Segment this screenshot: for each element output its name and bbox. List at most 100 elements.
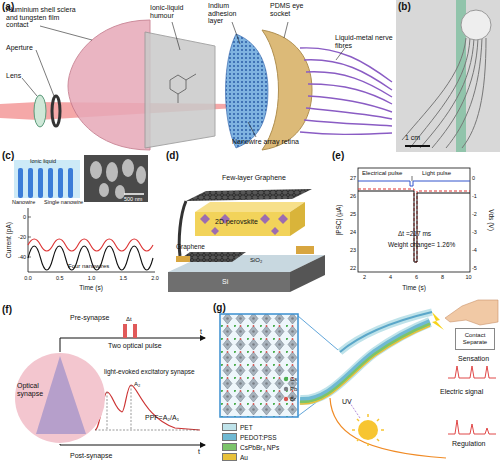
tick-label: 2.0 xyxy=(151,275,159,281)
nanowire-panel-part xyxy=(84,155,148,202)
nanowire-panel-part xyxy=(28,239,153,251)
device-illustration-part xyxy=(195,202,305,212)
legend-row: CsPbBr₃ NPs xyxy=(222,442,279,452)
panel-label: (f) xyxy=(2,304,12,315)
eye-illustration-part-part xyxy=(248,122,256,137)
current-plot-part xyxy=(358,181,470,186)
nanowire-panel-part-part xyxy=(90,161,102,179)
synapse-schematic-part-part xyxy=(107,392,108,430)
tick-label: -2 xyxy=(472,211,477,217)
tick-label: 24 xyxy=(350,229,356,235)
part-label: Nanowire array retina xyxy=(232,138,299,146)
eye-illustration-part-part xyxy=(40,26,92,40)
tick-label: 10 xyxy=(465,274,471,280)
flexible-device-illustration-part-part xyxy=(377,439,379,441)
part-label: Aperture xyxy=(6,44,33,52)
legend-row: PET xyxy=(222,422,279,432)
current-plot xyxy=(358,168,470,272)
axis-title: Time (s) xyxy=(79,284,103,291)
device-illustration-part-part xyxy=(211,227,219,235)
device-illustration-part xyxy=(168,272,290,292)
panel-label: (e) xyxy=(332,150,344,161)
flexible-device-illustration-part-part xyxy=(357,419,359,421)
eye-illustration-part-part xyxy=(304,60,392,90)
synapse-schematic-part xyxy=(95,385,200,430)
signal-label: Two optical pulse xyxy=(108,342,162,350)
flexible-device-illustration-part-part xyxy=(357,439,359,441)
part-label: Single nanowire xyxy=(44,199,83,205)
layer-label: Few-layer Graphene xyxy=(222,174,286,182)
eye-illustration-part-part xyxy=(336,48,345,60)
tick-label: 4 xyxy=(389,274,392,280)
photo-panel-part-part xyxy=(432,38,478,148)
legend-swatch xyxy=(222,443,237,451)
layer-label: SiO₂ xyxy=(250,257,262,264)
current-plot-part xyxy=(358,168,470,272)
synapse-schematic-part xyxy=(133,324,137,338)
synapse-schematic-part-part xyxy=(131,385,132,430)
eye-illustration-part-part xyxy=(232,22,240,44)
tick-label: 26 xyxy=(350,193,356,199)
nanowire-panel-part xyxy=(18,168,73,198)
nanowire-panel-part-part xyxy=(48,168,53,198)
nanowire-panel-part xyxy=(28,246,153,270)
eye-illustration-part xyxy=(68,20,150,150)
flexible-device-illustration-part xyxy=(448,366,496,378)
stage-label: Sensation xyxy=(458,355,489,363)
nanowire-panel-part-part xyxy=(122,159,134,177)
tick-label: -5 xyxy=(472,265,477,271)
device-illustration-part xyxy=(176,252,246,262)
tick-label: 25 xyxy=(350,211,356,217)
eye-illustration-part-part xyxy=(300,132,392,134)
current-plot-part xyxy=(412,176,413,181)
scale-label: 500 nm xyxy=(124,196,142,202)
current-plot-part xyxy=(358,191,470,262)
nanowire-panel-part-part xyxy=(99,183,109,197)
node-text: Separate xyxy=(463,339,487,346)
synapse-schematic-part-part xyxy=(95,430,200,431)
nanowire-panel-part xyxy=(28,208,155,272)
device-illustration-part xyxy=(296,246,314,254)
nanowire-panel-part-part xyxy=(68,168,73,198)
tick-label: 2 xyxy=(363,274,366,280)
panel-label: (b) xyxy=(398,1,411,12)
part-label: Nanowire xyxy=(12,199,35,205)
formula-label: PPF=A₂/A₁ xyxy=(145,414,179,422)
flexible-device-illustration-part-part xyxy=(377,419,379,421)
flexible-device-illustration-part xyxy=(284,387,288,391)
synapse-schematic-part xyxy=(123,324,127,338)
nanowire-panel-part-part xyxy=(38,168,43,198)
device-illustration-part xyxy=(200,214,288,235)
stage-label: Electric signal xyxy=(440,388,483,396)
synapse-schematic-part xyxy=(60,338,205,352)
node-text: Contact xyxy=(465,332,486,339)
tick-label: 23 xyxy=(350,247,356,253)
amplitude-label: A₂ xyxy=(134,381,140,388)
flexible-device-illustration-part-part xyxy=(352,429,355,431)
flexible-device-illustration-part xyxy=(358,420,378,440)
flexible-device-illustration-part xyxy=(445,300,498,325)
eye-illustration-part-part xyxy=(36,50,54,96)
device-illustration-part-part xyxy=(200,214,210,224)
device-illustration-part-part xyxy=(278,214,288,224)
legend-swatch xyxy=(222,433,237,441)
part-label: Liquid-metal nerve fibres xyxy=(335,34,393,49)
part-label: Aluminium shell sclera and tungsten film… xyxy=(6,6,81,29)
panel-label: (c) xyxy=(2,150,14,161)
curve-label: Four nanowires xyxy=(68,263,109,270)
nanowire-panel-part xyxy=(14,160,80,198)
legend-swatch xyxy=(222,453,237,461)
tick-label: -40 xyxy=(18,254,26,260)
nanowire-panel-part-part xyxy=(58,168,63,198)
panel-label: (d) xyxy=(166,150,179,161)
flexible-device-illustration-part xyxy=(330,398,446,458)
flexible-device-illustration-part-part xyxy=(367,443,369,446)
axis-title: |PSC| (μA) xyxy=(335,205,342,236)
synapse-schematic-part xyxy=(60,444,205,445)
axis-title: Vds (V) xyxy=(487,209,494,231)
flexible-device-illustration-part xyxy=(340,312,432,352)
legend: PETPEDOT:PSSCsPbBr₃ NPsAu xyxy=(222,422,279,462)
eye-illustration-part xyxy=(300,48,392,135)
legend-text: Au xyxy=(240,454,248,461)
